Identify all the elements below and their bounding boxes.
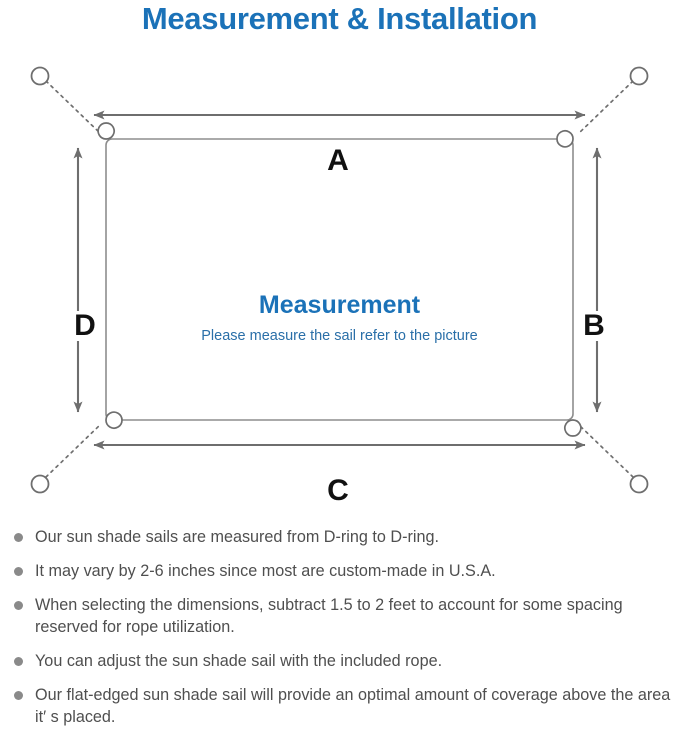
- page-title: Measurement & Installation: [141, 1, 538, 36]
- d-ring-bottom-right: [564, 419, 582, 437]
- anchor-rings: [30, 66, 649, 494]
- rope-line-bottom-left: [45, 423, 102, 478]
- diagram-canvas: [30, 66, 649, 494]
- d-rings: [97, 122, 582, 437]
- list-item: Our sun shade sails are measured from D-…: [8, 526, 676, 548]
- sail-rectangle: [105, 138, 574, 421]
- bullet-icon: [14, 691, 23, 700]
- dimension-arrows: [73, 110, 602, 450]
- d-ring-top-right: [556, 130, 574, 148]
- note-text: You can adjust the sun shade sail with t…: [35, 652, 443, 670]
- bullet-icon: [14, 567, 23, 576]
- anchor-ring-top-right: [629, 66, 649, 86]
- anchor-ring-bottom-right: [629, 474, 649, 494]
- d-ring-bottom-left: [105, 411, 123, 429]
- measurement-diagram: Measurement Please measure the sail refe…: [0, 48, 679, 518]
- anchor-ring-bottom-left: [30, 474, 50, 494]
- rope-line-top-left: [45, 80, 102, 135]
- list-item: When selecting the dimensions, subtract …: [8, 594, 676, 638]
- list-item: You can adjust the sun shade sail with t…: [8, 650, 676, 672]
- note-text: Our sun shade sails are measured from D-…: [35, 528, 439, 546]
- bullet-icon: [14, 601, 23, 610]
- rope-line-top-right: [577, 80, 634, 135]
- d-ring-top-left: [97, 122, 115, 140]
- note-text: When selecting the dimensions, subtract …: [35, 596, 623, 636]
- notes-list: Our sun shade sails are measured from D-…: [8, 526, 676, 740]
- bullet-icon: [14, 657, 23, 666]
- note-text: Our flat-edged sun shade sail will provi…: [35, 686, 671, 726]
- list-item: Our flat-edged sun shade sail will provi…: [8, 684, 676, 728]
- list-item: It may vary by 2-6 inches since most are…: [8, 560, 676, 582]
- anchor-ring-top-left: [30, 66, 50, 86]
- rope-line-bottom-right: [577, 423, 634, 478]
- note-text: It may vary by 2-6 inches since most are…: [35, 562, 496, 580]
- bullet-icon: [14, 533, 23, 542]
- rope-lines: [45, 80, 634, 478]
